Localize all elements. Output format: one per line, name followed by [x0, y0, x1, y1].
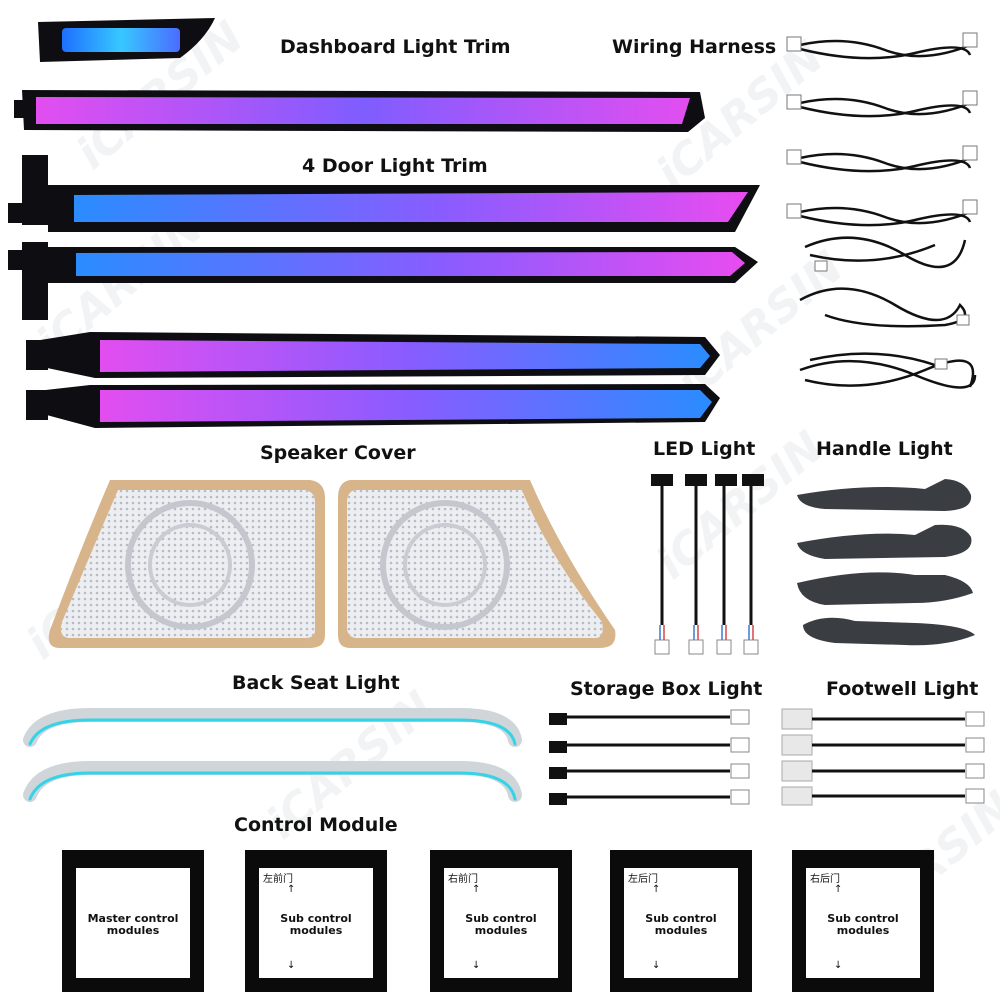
handle-light-label: Handle Light — [816, 438, 953, 460]
arrow-up-icon: ↑ — [472, 884, 481, 895]
storage-box-light-graphic — [549, 709, 750, 805]
arrow-down-icon: ↓ — [652, 960, 661, 971]
dashboard-trim-small — [38, 18, 215, 62]
speaker-cover-label: Speaker Cover — [260, 442, 416, 464]
light-trims-graphic — [8, 18, 760, 428]
module-text: Master control modules — [76, 913, 190, 937]
module-line1: Sub control — [645, 912, 717, 926]
door-trim-rear-2 — [26, 384, 720, 428]
module-line1: Sub control — [465, 912, 537, 926]
sub-control-module-rear-left: 左后门 ↑ Sub control modules ↓ — [610, 850, 752, 992]
back-seat-light-label: Back Seat Light — [232, 672, 400, 694]
module-text: Sub control modules — [259, 913, 373, 937]
arrow-down-icon: ↓ — [287, 960, 296, 971]
master-control-module: Master control modules — [62, 850, 204, 992]
footwell-light-label: Footwell Light — [826, 678, 979, 700]
module-tag: 右后门 — [810, 874, 840, 885]
module-line2: modules — [836, 924, 890, 938]
door-trim-front-2 — [8, 242, 758, 320]
module-tag: 左前门 — [263, 874, 293, 885]
module-text: Sub control modules — [624, 913, 738, 937]
module-text: Sub control modules — [806, 913, 920, 937]
arrow-down-icon: ↓ — [834, 960, 843, 971]
arrow-up-icon: ↑ — [652, 884, 661, 895]
module-line1: Sub control — [280, 912, 352, 926]
door-light-trim-label: 4 Door Light Trim — [302, 155, 488, 177]
module-line2: modules — [106, 924, 160, 938]
module-line2: modules — [474, 924, 528, 938]
module-label-area: Master control modules — [76, 868, 190, 978]
control-module-label: Control Module — [234, 814, 398, 836]
footwell-light-graphic — [781, 708, 985, 806]
module-line2: modules — [289, 924, 343, 938]
sub-control-module-rear-right: 右后门 ↑ Sub control modules ↓ — [792, 850, 934, 992]
wiring-harness-graphic — [786, 32, 978, 389]
module-text: Sub control modules — [444, 913, 558, 937]
dashboard-trim-long — [14, 90, 705, 132]
module-label-area: 左后门 ↑ Sub control modules ↓ — [624, 868, 738, 978]
sub-control-module-front-left: 左前门 ↑ Sub control modules ↓ — [245, 850, 387, 992]
arrow-down-icon: ↓ — [472, 960, 481, 971]
door-trim-front-1 — [8, 155, 760, 232]
speaker-cover-right — [338, 480, 616, 648]
wiring-harness-label: Wiring Harness — [612, 36, 777, 58]
led-light-graphic — [651, 474, 764, 655]
module-line1: Master control — [87, 912, 179, 926]
module-line1: Sub control — [827, 912, 899, 926]
module-label-area: 右前门 ↑ Sub control modules ↓ — [444, 868, 558, 978]
handle-light-graphic — [797, 479, 975, 646]
back-seat-light-graphic — [23, 708, 522, 802]
arrow-up-icon: ↑ — [834, 884, 843, 895]
door-trim-rear-1 — [26, 332, 720, 378]
speaker-covers-graphic — [48, 480, 616, 648]
arrow-up-icon: ↑ — [287, 884, 296, 895]
module-tag: 左后门 — [628, 874, 658, 885]
storage-box-light-label: Storage Box Light — [570, 678, 763, 700]
module-label-area: 右后门 ↑ Sub control modules ↓ — [806, 868, 920, 978]
module-tag: 右前门 — [448, 874, 478, 885]
module-line2: modules — [654, 924, 708, 938]
dashboard-light-trim-label: Dashboard Light Trim — [280, 36, 511, 58]
module-label-area: 左前门 ↑ Sub control modules ↓ — [259, 868, 373, 978]
sub-control-module-front-right: 右前门 ↑ Sub control modules ↓ — [430, 850, 572, 992]
led-light-label: LED Light — [653, 438, 756, 460]
speaker-cover-left — [48, 480, 325, 648]
